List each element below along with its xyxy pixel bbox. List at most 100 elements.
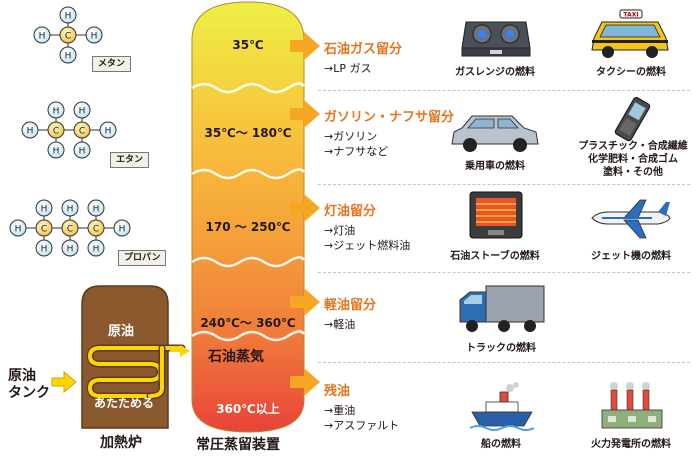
furnace-crude-label: 原油 — [108, 324, 135, 339]
arrow-gas — [290, 32, 320, 60]
fraction-diesel: 軽油留分 →軽油 — [324, 298, 377, 331]
furnace-graphic — [51, 285, 190, 429]
fraction-gasoline: ガソリン・ナフサ留分 →ガソリン →ナフサなど — [324, 110, 455, 158]
carbon-atom — [61, 219, 79, 237]
temp-diesel: 240℃〜 360℃ — [200, 316, 296, 330]
separator — [318, 184, 690, 185]
hydrogen-atom — [47, 141, 65, 159]
atom-label: C — [53, 127, 59, 137]
use-truck: トラックの燃料 — [466, 343, 536, 354]
hydrogen-atom — [73, 141, 91, 159]
use-taxi: タクシーの燃料 — [596, 67, 666, 78]
atom-label: H — [93, 245, 100, 255]
furnace-caption: 加熱炉 — [100, 435, 142, 451]
fraction-residue: 残油 →重油 →アスファルト — [324, 384, 400, 432]
temp-residue: 360℃以上 — [216, 402, 280, 416]
hydrogen-atom — [59, 6, 77, 24]
column-caption: 常圧蒸留装置 — [196, 437, 280, 453]
crude-tank-label: 原油 タンク — [8, 368, 50, 401]
atom-label: H — [79, 107, 86, 117]
fraction-kerosene: 灯油留分 →灯油 →ジェット燃料油 — [324, 204, 411, 252]
separator — [318, 90, 690, 91]
use-jet: ジェット機の燃料 — [591, 251, 671, 262]
use-power-plant: 火力発電所の燃料 — [591, 439, 671, 450]
atom-label: H — [79, 147, 86, 157]
atom-label: H — [67, 205, 74, 215]
fraction-arrows — [290, 32, 320, 396]
carbon-atom — [59, 26, 77, 44]
carbon-atom — [73, 121, 91, 139]
separator — [318, 272, 690, 273]
taxi-icon: TAXI — [591, 9, 669, 58]
atom-label: H — [41, 205, 48, 215]
ethane-label: エタン — [110, 152, 150, 168]
hydrogen-atom — [35, 239, 53, 257]
atom-label: C — [41, 225, 47, 235]
arrow-gasoline — [290, 100, 320, 128]
carbon-atom — [47, 121, 65, 139]
hydrogen-atom — [59, 46, 77, 64]
atom-label: H — [93, 205, 100, 215]
temp-gasoline: 35℃〜 180℃ — [204, 126, 292, 140]
arrow-residue — [290, 368, 320, 396]
ship-icon — [470, 382, 534, 431]
hydrogen-atom — [61, 239, 79, 257]
column-body — [191, 1, 305, 433]
propane-label: プロパン — [118, 250, 167, 266]
hydrogen-atom — [35, 199, 53, 217]
hydrogen-atom — [33, 26, 51, 44]
use-oil-stove: 石油ストーブの燃料 — [450, 251, 540, 262]
hydrogen-atom — [21, 121, 39, 139]
hydrogen-atom — [113, 219, 131, 237]
truck-icon — [459, 285, 545, 332]
temp-gas: 35℃ — [232, 38, 264, 52]
atom-label: H — [27, 127, 34, 137]
atom-label: H — [39, 32, 46, 42]
arrow-diesel — [290, 288, 320, 316]
mobile-phone-icon — [614, 97, 651, 142]
atom-label: C — [93, 225, 99, 235]
hydrogen-atom — [9, 219, 27, 237]
atom-label: C — [79, 127, 85, 137]
atom-label: H — [53, 147, 60, 157]
taxi-sign-text: TAXI — [623, 12, 638, 19]
furnace-heat-label: あたためる — [94, 396, 155, 410]
separator — [318, 362, 690, 363]
atom-label: H — [53, 107, 60, 117]
atom-label: H — [15, 225, 22, 235]
fraction-gas: 石油ガス留分 →LP ガス — [324, 42, 403, 75]
carbon-atom — [87, 219, 105, 237]
hydrogen-atom — [85, 26, 103, 44]
hydrogen-atom — [87, 199, 105, 217]
hydrogen-atom — [87, 239, 105, 257]
use-car: 乗用車の燃料 — [465, 161, 525, 172]
atom-label: H — [119, 225, 126, 235]
vapor-label: 石油蒸気 — [208, 349, 264, 365]
car-icon — [451, 115, 539, 152]
atom-label: C — [65, 32, 71, 42]
atom-label: H — [65, 52, 72, 62]
atom-label: H — [91, 32, 98, 42]
carbon-atom — [35, 219, 53, 237]
atom-label: H — [41, 245, 48, 255]
atom-label: H — [65, 12, 72, 22]
oil-stove-icon — [469, 191, 523, 239]
power-plant-icon — [601, 382, 663, 429]
atom-label: H — [67, 245, 74, 255]
hydrogen-atom — [99, 121, 117, 139]
crude-inlet-arrow — [51, 370, 77, 394]
temp-kerosene: 170 〜 250℃ — [205, 220, 291, 234]
use-ship: 船の燃料 — [481, 439, 521, 450]
distillation-column — [191, 1, 306, 433]
gas-stove-icon — [461, 21, 531, 57]
atom-label: C — [67, 225, 73, 235]
hydrogen-atom — [73, 101, 91, 119]
use-plastics: プラスチック・合成繊維 化学肥料・合成ゴム 塗料・その他 — [578, 141, 688, 178]
hydrogen-atom — [61, 199, 79, 217]
methane-label: メタン — [92, 56, 132, 72]
arrow-kerosene — [290, 194, 320, 222]
atom-label: H — [105, 127, 112, 137]
hydrogen-atom — [47, 101, 65, 119]
use-gas-stove: ガスレンジの燃料 — [455, 67, 535, 78]
